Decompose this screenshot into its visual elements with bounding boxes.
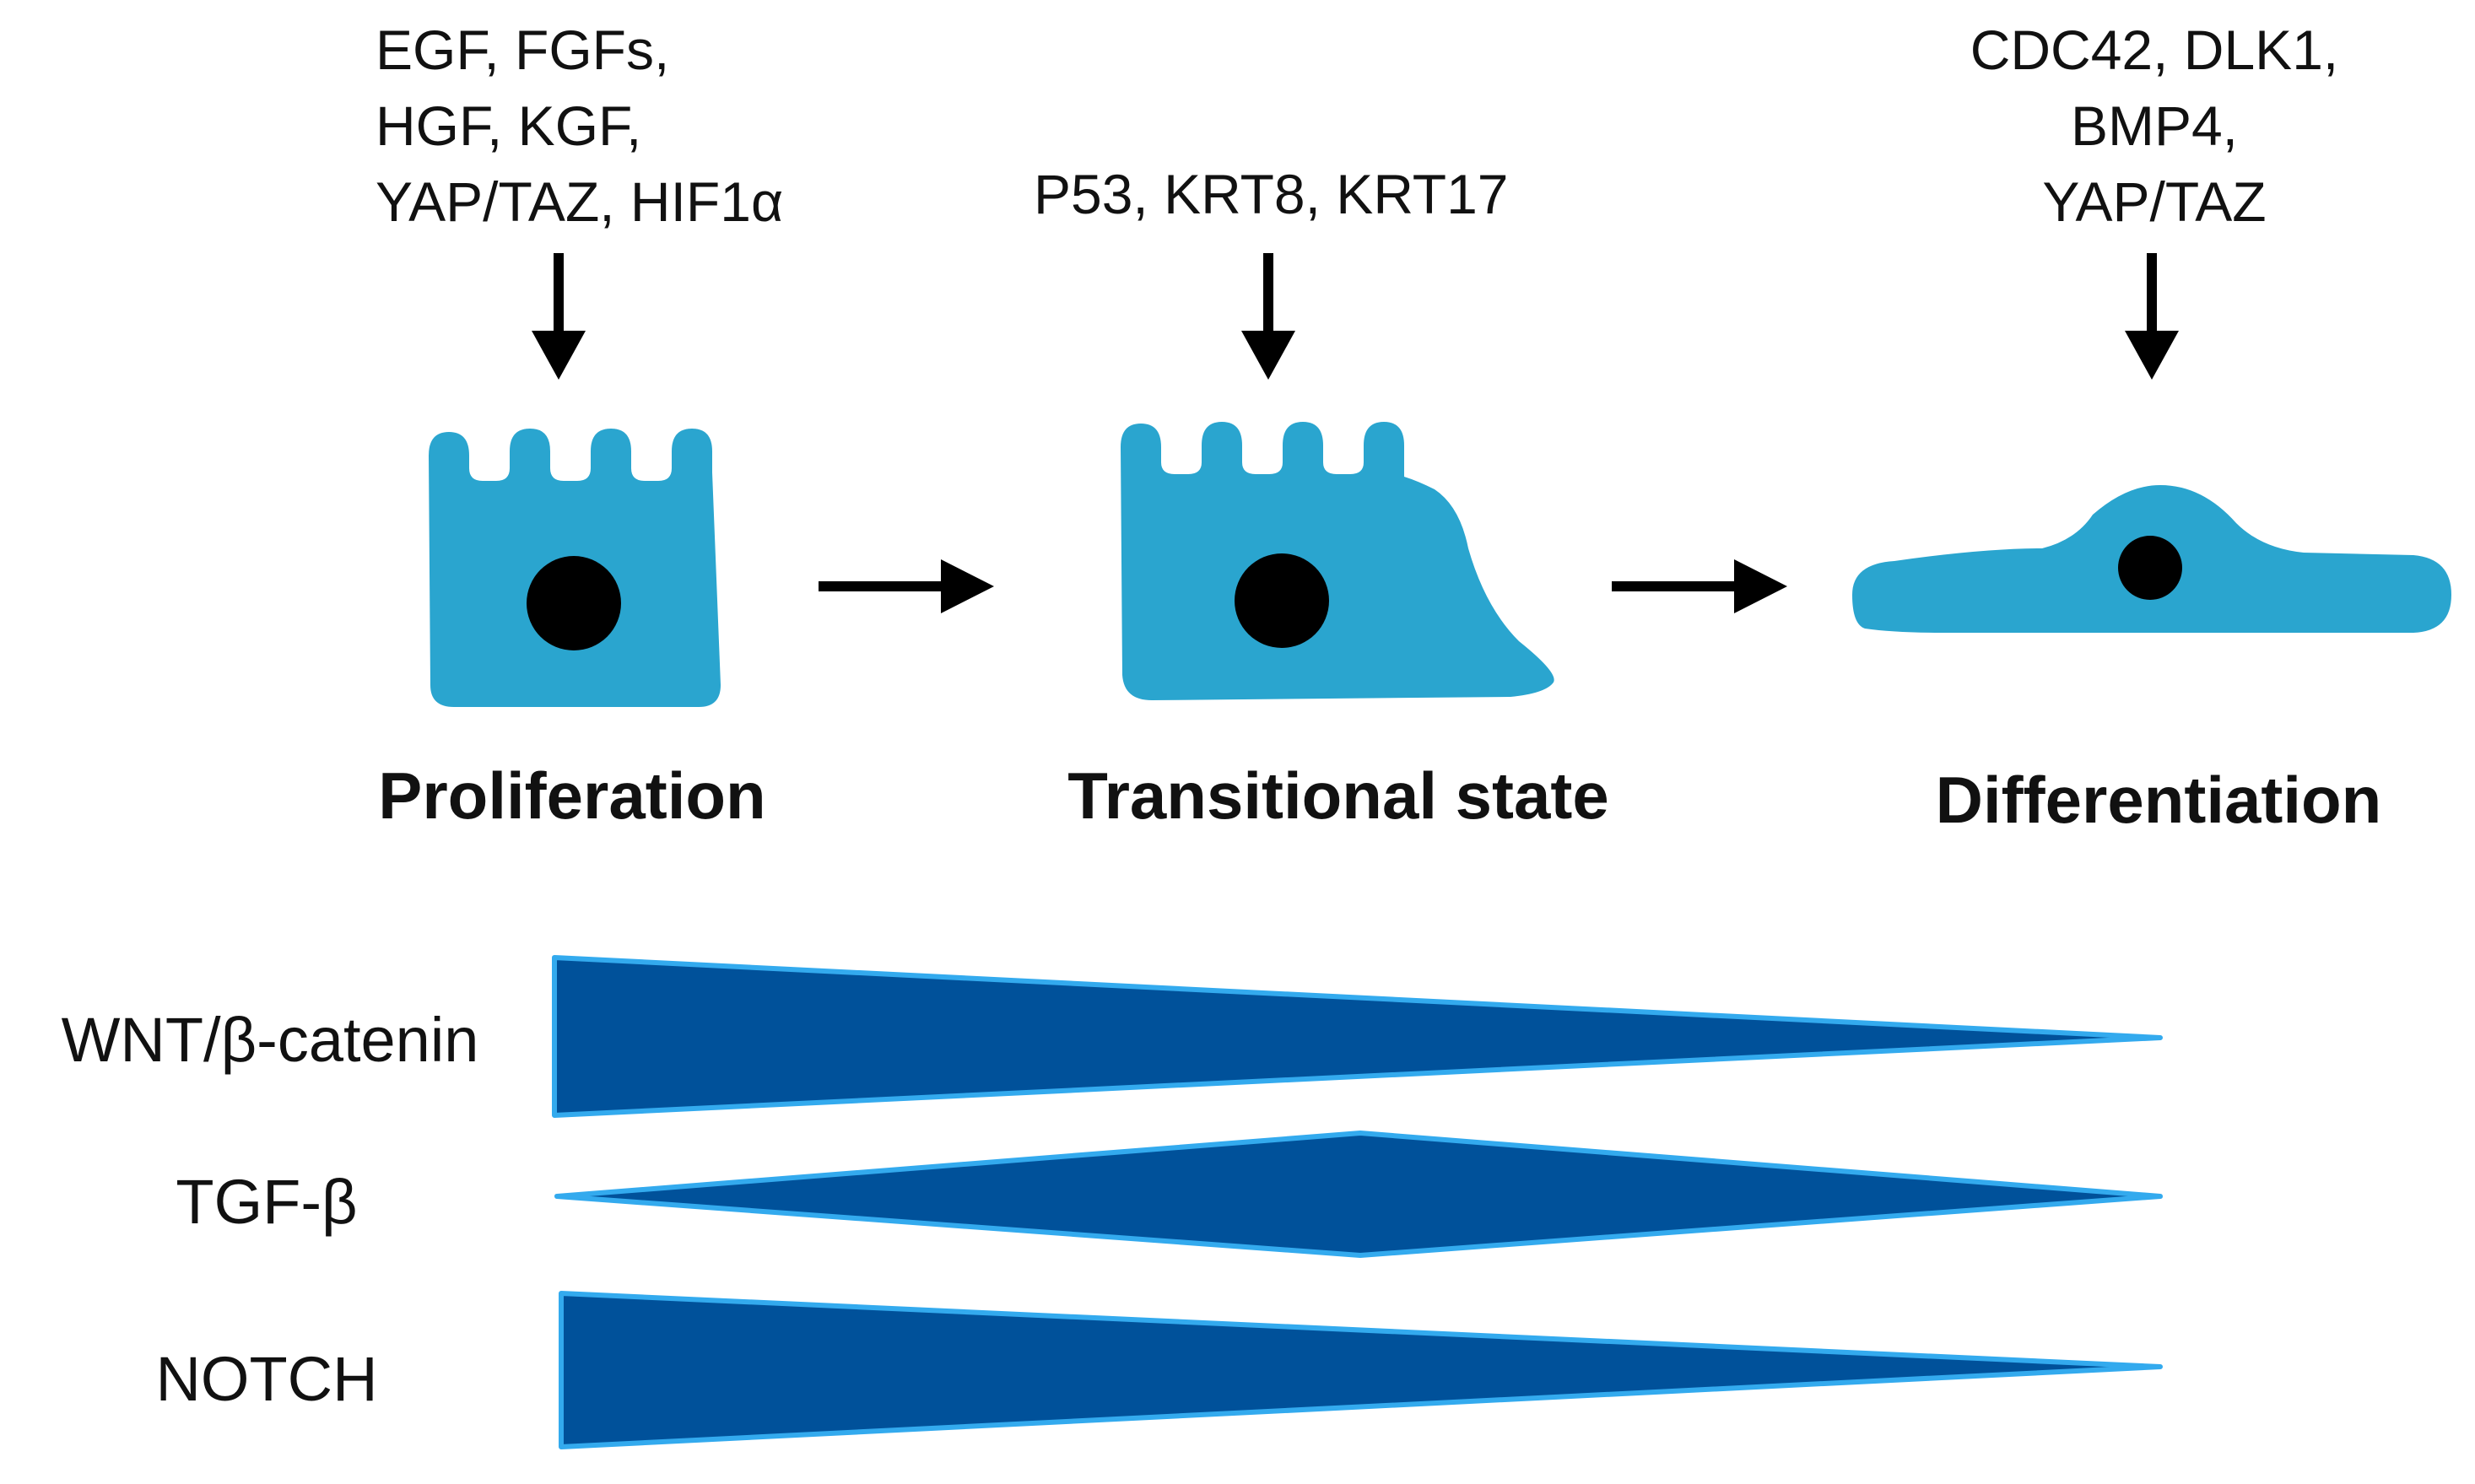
down-arrow-proliferation	[532, 253, 586, 380]
tgf-gradient-diamond	[554, 1131, 2163, 1258]
stage-label-proliferation: Proliferation	[378, 758, 765, 833]
proliferation-factor-line-2: HGF, KGF,	[376, 94, 641, 157]
differentiation-factor-line-3: YAP/TAZ	[2042, 170, 2266, 233]
stage-differentiation: CDC42, DLK1, BMP4, YAP/TAZ Differentiati…	[1852, 19, 2451, 837]
columnar-cell-icon	[429, 429, 721, 707]
pathway-label-notch: NOTCH	[155, 1344, 377, 1414]
wnt-gradient-wedge	[552, 955, 2163, 1118]
stage-label-differentiation: Differentiation	[1936, 763, 2382, 837]
proliferation-factor-line-1: EGF, FGFs,	[376, 19, 669, 81]
nucleus-icon	[1235, 553, 1329, 648]
stage-transitional: P53, KRT8, KRT17 Transitional state	[1034, 163, 1609, 833]
right-arrow-2	[1612, 559, 1787, 613]
transitional-cell-icon	[1121, 422, 1554, 700]
transitional-factor-line-1: P53, KRT8, KRT17	[1034, 163, 1509, 225]
nucleus-icon	[527, 556, 621, 650]
stage-proliferation: EGF, FGFs, HGF, KGF, YAP/TAZ, HIF1α Prol…	[376, 19, 783, 833]
flat-cell-icon	[1852, 485, 2451, 633]
nucleus-icon	[2118, 536, 2182, 600]
notch-gradient-wedge	[559, 1291, 2163, 1449]
pathway-wnt: WNT/β-catenin	[62, 955, 2163, 1118]
down-arrow-differentiation	[2125, 253, 2179, 380]
right-arrow-1	[819, 559, 994, 613]
proliferation-factor-line-3: YAP/TAZ, HIF1α	[376, 170, 783, 233]
pathway-label-tgf: TGF-β	[176, 1167, 357, 1237]
differentiation-factor-line-2: BMP4,	[2071, 94, 2238, 157]
down-arrow-transitional	[1241, 253, 1295, 380]
pathway-tgf: TGF-β	[176, 1131, 2163, 1258]
stage-label-transitional: Transitional state	[1067, 758, 1609, 833]
differentiation-factor-line-1: CDC42, DLK1,	[1970, 19, 2339, 81]
pathway-label-wnt: WNT/β-catenin	[62, 1005, 479, 1075]
pathway-notch: NOTCH	[155, 1291, 2163, 1449]
